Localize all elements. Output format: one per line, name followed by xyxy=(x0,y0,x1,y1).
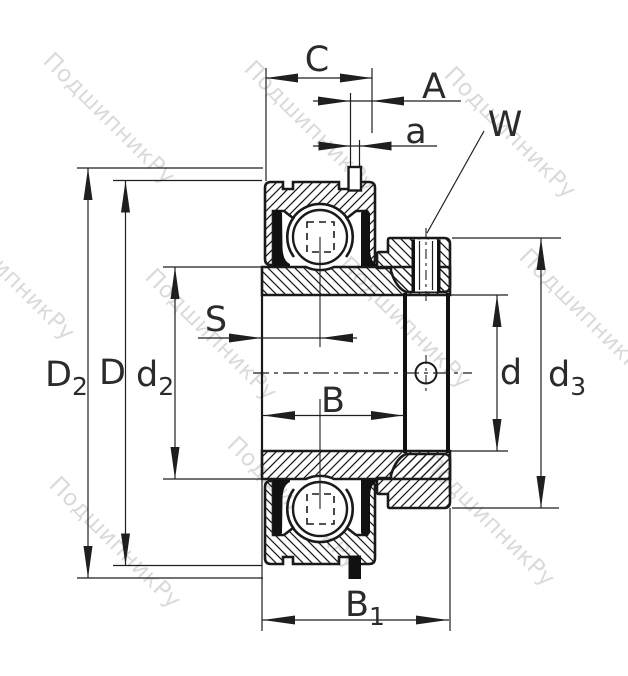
label-D2: D2 xyxy=(45,355,88,401)
raceway-arc-left xyxy=(286,216,296,258)
dim-d xyxy=(448,294,508,452)
dim-B1 xyxy=(262,615,449,625)
raceway-arc-right xyxy=(344,216,354,258)
seal-left xyxy=(273,209,290,266)
label-W: W xyxy=(488,105,523,145)
label-d2: d2 xyxy=(136,355,174,401)
watermark: ПодшипникРу xyxy=(44,472,186,614)
label-B1: B1 xyxy=(345,585,385,631)
label-B: B xyxy=(321,381,345,421)
dim-D xyxy=(113,179,262,567)
w-leader-line xyxy=(426,130,485,234)
watermark: ПодшипникРу xyxy=(514,244,628,386)
watermark: ПодшипникРу xyxy=(38,48,180,190)
label-D: D xyxy=(99,353,126,393)
dim-d2 xyxy=(163,266,262,480)
setscrew-channel xyxy=(411,228,441,304)
label-A: A xyxy=(422,67,446,107)
label-C: C xyxy=(305,40,329,80)
dim-a xyxy=(313,93,437,166)
seal-pin-bottom xyxy=(348,555,361,579)
cage-dashed-outline xyxy=(306,221,335,253)
seal-right xyxy=(361,209,377,266)
label-d3: d3 xyxy=(548,355,586,401)
dim-d3 xyxy=(452,237,561,509)
label-S: S xyxy=(205,300,227,340)
dim-S xyxy=(198,333,357,343)
dim-A xyxy=(313,96,461,106)
bearing-upper-half xyxy=(260,180,452,347)
dim-B xyxy=(262,411,404,420)
seal-pin-top xyxy=(347,165,363,192)
dim-D2 xyxy=(77,167,263,579)
label-a: a xyxy=(405,112,426,152)
label-d: d xyxy=(500,353,522,393)
watermark: ПодшипникРу xyxy=(0,204,80,346)
